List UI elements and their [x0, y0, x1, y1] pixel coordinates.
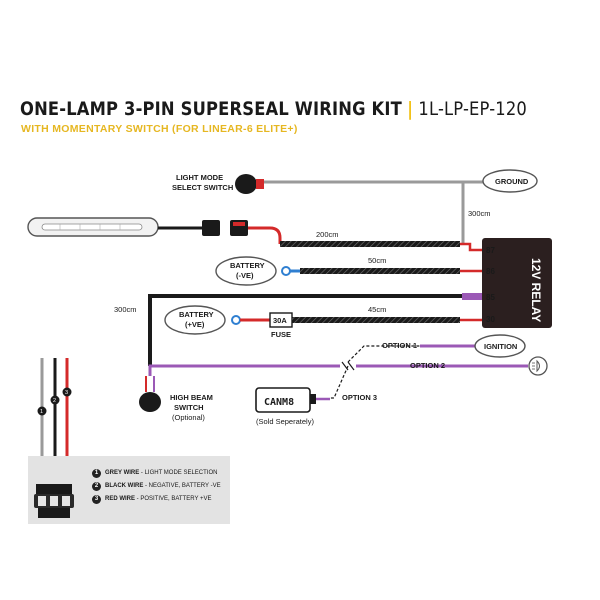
legend-item-black: 2 BLACK WIRE - NEGATIVE, BATTERY -VE [92, 482, 221, 491]
length-200: 200cm [316, 230, 339, 239]
ground-label: GROUND [495, 177, 529, 186]
wire-marker-2 [50, 395, 60, 405]
wire-num-1: 1 [40, 409, 43, 415]
ground-terminal [482, 169, 538, 193]
legend-name-grey: GREY WIRE [105, 470, 140, 476]
page-subtitle: WITH MOMENTARY SWITCH (FOR LINEAR-6 ELIT… [21, 123, 298, 135]
light-mode-label-1: LIGHT MODE [176, 173, 223, 182]
light-mode-switch [235, 174, 264, 194]
relay-12v [482, 238, 552, 328]
purple-trigger-wire [148, 364, 340, 376]
break-mark-2 [347, 361, 355, 371]
legend-desc-black: - NEGATIVE, BATTERY -VE [143, 483, 221, 489]
pin-30: 30 [486, 315, 495, 324]
red-wire-lamp [248, 226, 282, 244]
harness-200cm [280, 241, 460, 247]
sold-separately: (Sold Seperately) [256, 417, 314, 426]
pin-87: 87 [486, 246, 495, 255]
ring-terminal-pos [231, 315, 241, 325]
linear-lamp-icon [27, 217, 159, 237]
option2-label: OPTION 2 [410, 361, 445, 370]
length-50: 50cm [368, 256, 386, 265]
canm8-connector [310, 394, 316, 404]
high-beam-label-1: HIGH BEAM [170, 393, 213, 402]
high-beam-label-2: SWITCH [174, 403, 204, 412]
pin-86: 86 [486, 267, 495, 276]
page-title: ONE-LAMP 3-PIN SUPERSEAL WIRING KIT|1L-L… [20, 98, 527, 120]
legend-desc-grey: - LIGHT MODE SELECTION [139, 470, 218, 476]
canm8-label: CANM8 [264, 397, 294, 408]
superseal-connector [202, 220, 248, 236]
legend-name-black: BLACK WIRE [105, 483, 144, 489]
harness-50cm [300, 268, 460, 274]
legend-desc-red: - POSITIVE, BATTERY +VE [135, 496, 212, 502]
title-main: ONE-LAMP 3-PIN SUPERSEAL WIRING KIT [20, 98, 402, 120]
wire-num-2: 2 [53, 398, 56, 404]
legend-num-2: 2 [92, 482, 101, 491]
battery-pos-terminal [164, 305, 226, 335]
part-number: 1L-LP-EP-120 [418, 98, 527, 120]
legend-name-red: RED WIRE [105, 496, 135, 502]
wire-marker-3 [62, 387, 72, 397]
fuse-rating: 30A [273, 316, 287, 325]
option1-label: OPTION 1 [382, 341, 417, 350]
length-300-top: 300cm [468, 209, 491, 218]
harness-45cm [292, 317, 460, 323]
wire-num-3: 3 [65, 390, 68, 396]
option3-dashed [330, 365, 349, 399]
ignition-terminal [474, 334, 526, 358]
light-mode-label-2: SELECT SWITCH [172, 183, 233, 192]
length-45: 45cm [368, 305, 386, 314]
legend-num-1: 1 [92, 469, 101, 478]
relay-label: 12V RELAY [529, 258, 543, 322]
battery-neg-label-1: BATTERY [230, 261, 265, 270]
pin-85: 85 [486, 293, 495, 302]
high-beam-lamp-icon [528, 356, 548, 376]
optional-label: (Optional) [172, 413, 205, 422]
battery-neg-terminal [215, 256, 277, 286]
length-300-left: 300cm [114, 305, 137, 314]
title-separator: | [407, 98, 414, 120]
option3-label: OPTION 3 [342, 393, 377, 402]
wire-to-87 [460, 242, 482, 252]
legend-item-grey: 1 GREY WIRE - LIGHT MODE SELECTION [92, 469, 217, 478]
fuse-label: FUSE [271, 330, 291, 339]
ignition-label: IGNITION [484, 342, 517, 351]
legend-num-3: 3 [92, 495, 101, 504]
black-wire-300cm [148, 294, 462, 366]
option1-dashed [347, 345, 478, 363]
battery-pos-label-1: BATTERY [179, 310, 214, 319]
legend-item-red: 3 RED WIRE - POSITIVE, BATTERY +VE [92, 495, 212, 504]
ring-terminal-neg [281, 266, 291, 276]
wire-marker-1 [37, 406, 47, 416]
wire-to-85 [462, 293, 482, 300]
battery-pos-label-2: (+VE) [185, 320, 205, 329]
battery-neg-label-2: (-VE) [236, 271, 254, 280]
high-beam-switch [139, 376, 161, 412]
